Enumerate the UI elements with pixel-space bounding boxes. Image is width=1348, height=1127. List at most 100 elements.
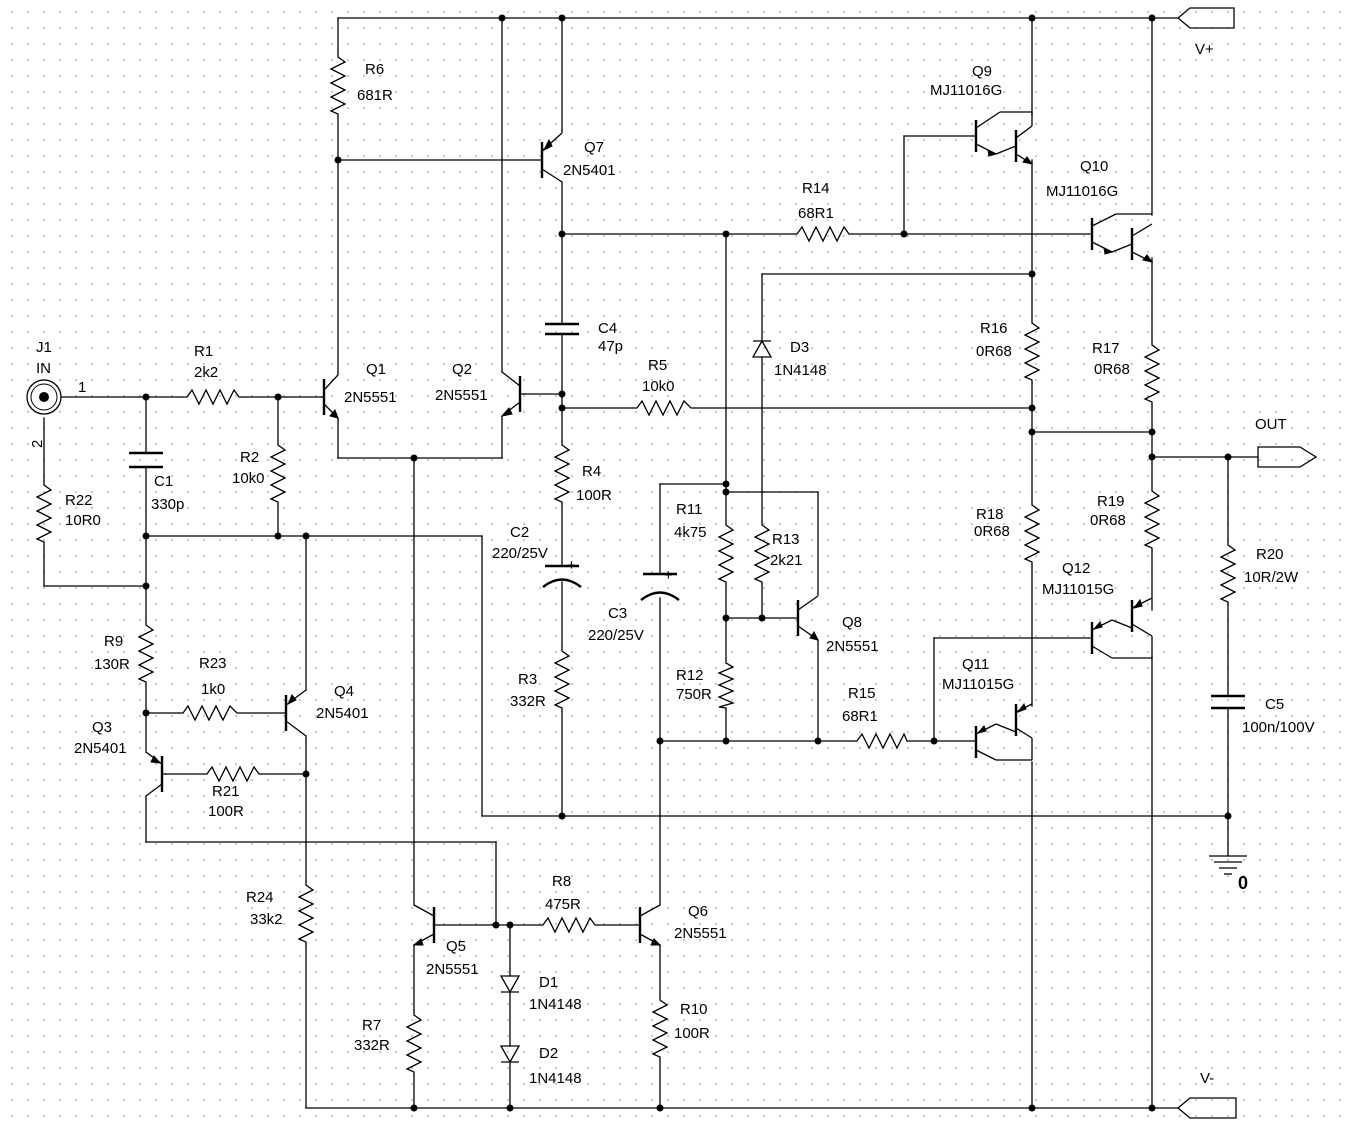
q1-ref: Q1: [366, 361, 386, 378]
r14-value: 68R1: [798, 205, 834, 222]
r10-value: 100R: [674, 1025, 710, 1042]
r23-ref: R23: [199, 655, 227, 672]
r16-ref: R16: [980, 320, 1008, 337]
c5-symbol: [1211, 694, 1245, 710]
q8-ref: Q8: [842, 614, 862, 631]
q3-symbol: [145, 751, 167, 797]
r4-body: [553, 440, 571, 506]
q4-value: 2N5401: [316, 705, 369, 722]
q1-symbol: [321, 372, 339, 420]
r23-value: 1k0: [201, 681, 225, 698]
r11-value: 4k75: [674, 524, 707, 541]
connector-j1[interactable]: [26, 379, 62, 415]
r12-ref: R12: [676, 667, 704, 684]
d1-value: 1N4148: [529, 996, 582, 1013]
d2-ref: D2: [539, 1045, 558, 1062]
q12-symbol: [1090, 597, 1153, 659]
q5-value: 2N5551: [426, 961, 479, 978]
q10-symbol: [1090, 213, 1154, 263]
r1-ref: R1: [194, 343, 213, 360]
d3-ref: D3: [790, 339, 809, 356]
port-vminus[interactable]: [1176, 1097, 1237, 1119]
d3-value: 1N4148: [774, 362, 827, 379]
wires: [43, 17, 1259, 1109]
r4-ref: R4: [582, 463, 601, 480]
r11-ref: R11: [676, 501, 702, 518]
q12-ref: Q12: [1062, 560, 1090, 577]
r3-value: 332R: [510, 693, 546, 710]
r16-value: 0R68: [976, 343, 1012, 360]
q8-value: 2N5551: [826, 638, 879, 655]
r3-body: [553, 646, 571, 712]
c1-value: 330p: [151, 496, 184, 513]
r13-ref: R13: [772, 531, 800, 548]
r9-value: 130R: [94, 656, 130, 673]
c4-value: 47p: [598, 338, 623, 355]
c4-ref: C4: [598, 320, 617, 337]
r14-ref: R14: [802, 180, 830, 197]
q5-symbol: [412, 904, 436, 946]
r12-value: 750R: [676, 686, 712, 703]
r23-body: [178, 704, 242, 722]
c1-ref: C1: [154, 473, 173, 490]
r1-body: [182, 388, 242, 406]
r17-body: [1143, 340, 1161, 406]
r10-ref: R10: [680, 1001, 708, 1018]
r6-body: [329, 52, 347, 118]
r18-body: [1023, 500, 1041, 566]
q8-symbol: [796, 595, 819, 641]
r11-body: [717, 520, 735, 586]
d2-value: 1N4148: [529, 1070, 582, 1087]
r16-body: [1023, 318, 1041, 384]
j1-ref: J1: [36, 339, 52, 356]
r19-ref: R19: [1097, 493, 1125, 510]
q7-symbol: [540, 130, 563, 183]
r15-value: 68R1: [842, 708, 878, 725]
j1-name: IN: [36, 360, 51, 377]
diode-bodies: [499, 339, 773, 1064]
port-out[interactable]: [1257, 446, 1318, 468]
junction-dots: [142, 14, 1232, 1112]
r10-body: [651, 995, 669, 1061]
r13-value: 2k21: [770, 552, 803, 569]
r6-ref: R6: [365, 61, 384, 78]
r6-value: 681R: [357, 87, 393, 104]
q9-value: MJ11016G: [930, 82, 1002, 99]
c5-ref: C5: [1265, 696, 1284, 713]
q2-symbol: [500, 371, 526, 420]
r9-ref: R9: [104, 633, 123, 650]
q10-value: MJ11016G: [1046, 183, 1118, 200]
r13-body: [753, 520, 771, 586]
c2-value: 220/25V: [492, 545, 548, 562]
labels: J1 IN 1 2 V+ V- OUT 0 R1 2k2 R2 10k0 R3 …: [29, 41, 1315, 1087]
c5-value: 100n/100V: [1242, 719, 1315, 736]
c2-ref: C2: [510, 524, 529, 541]
r2-body: [269, 440, 287, 506]
r8-body: [538, 916, 598, 934]
capacitor-bodies: [129, 322, 1245, 710]
d1-ref: D1: [539, 974, 558, 991]
d1-symbol: [499, 975, 521, 994]
port-vplus[interactable]: [1176, 7, 1235, 29]
r21-ref: R21: [212, 783, 240, 800]
r17-ref: R17: [1092, 340, 1120, 357]
q7-value: 2N5401: [563, 162, 616, 179]
c1-symbol: [129, 451, 163, 469]
r5-ref: R5: [648, 357, 667, 374]
d3-symbol: [751, 339, 773, 358]
q5-ref: Q5: [446, 938, 466, 955]
r14-body: [792, 225, 852, 243]
r3-ref: R3: [518, 671, 537, 688]
r5-value: 10k0: [642, 378, 675, 395]
r4-value: 100R: [576, 487, 612, 504]
q6-ref: Q6: [688, 903, 708, 920]
r20-body: [1219, 540, 1237, 606]
r18-value: 0R68: [974, 523, 1010, 540]
r24-body: [297, 880, 315, 946]
q3-ref: Q3: [92, 719, 112, 736]
c2-symbol: [542, 564, 582, 588]
r2-value: 10k0: [232, 470, 265, 487]
r15-ref: R15: [848, 685, 876, 702]
